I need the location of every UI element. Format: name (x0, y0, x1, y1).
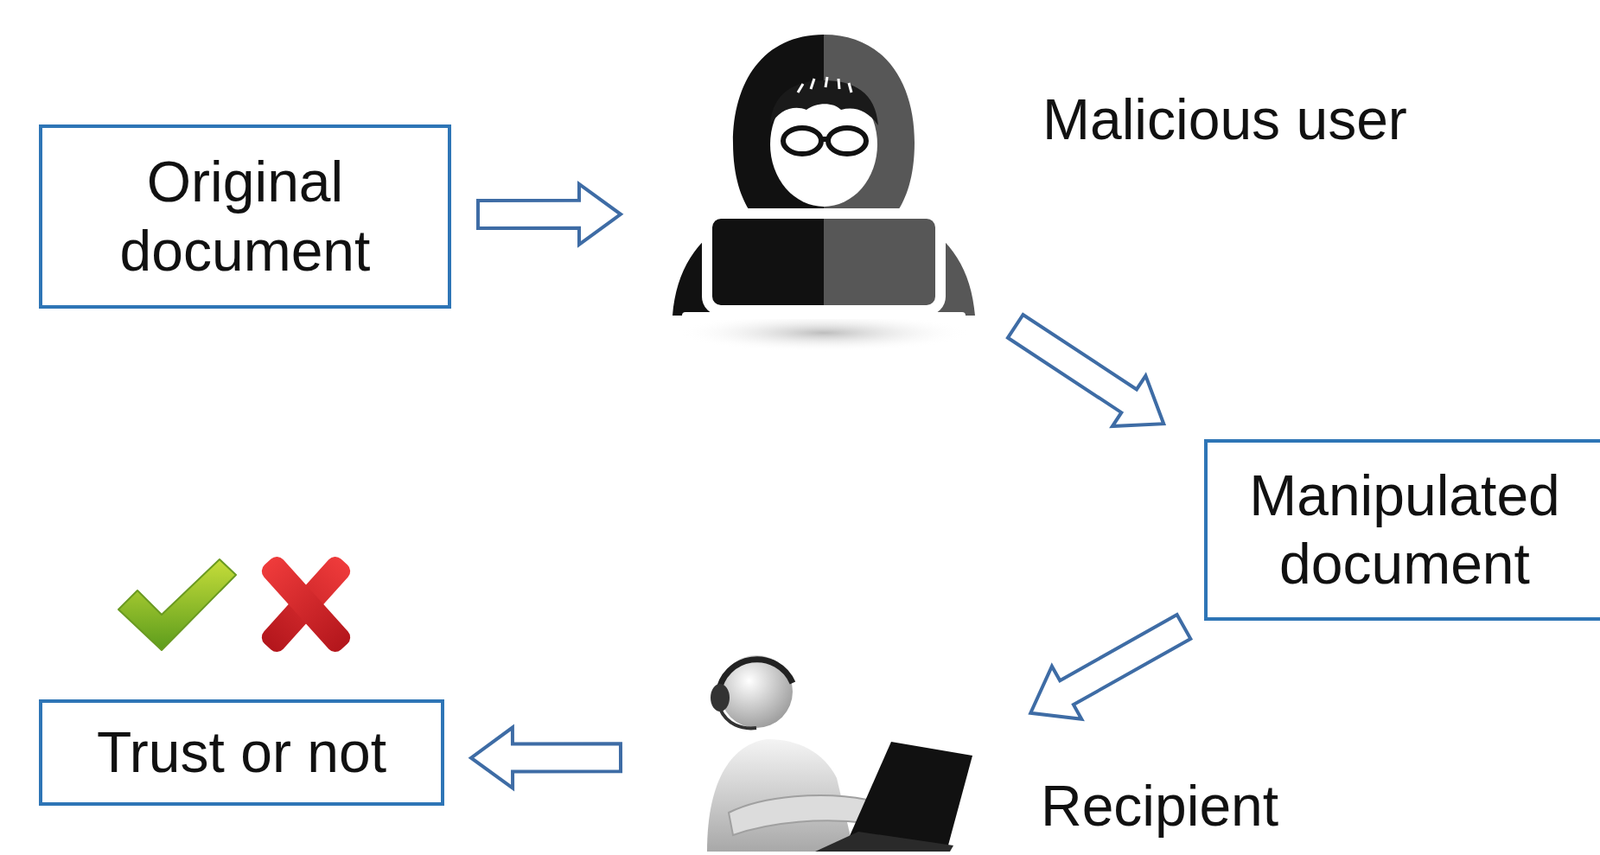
block-arrow (471, 727, 621, 789)
check-mark-icon (114, 555, 240, 654)
block-arrow (478, 184, 621, 245)
block-arrow (1007, 314, 1164, 427)
actor-icon: Malicious user (668, 30, 980, 357)
actor-icon: Recipient (694, 648, 980, 852)
block-arrow (1030, 614, 1191, 720)
box-label: Original document (57, 147, 433, 285)
box-label: Trust or not (96, 718, 387, 787)
actor-label: Recipient (1040, 771, 1279, 841)
cross-mark-icon (254, 550, 357, 658)
document-box: Original document (38, 124, 452, 309)
box-label: Manipulated document (1223, 461, 1587, 599)
document-box: Manipulated document (1204, 439, 1600, 621)
recipient-icon (694, 648, 980, 852)
decision-box: Trust or not (38, 699, 445, 806)
hacker-icon (668, 30, 980, 357)
actor-label: Malicious user (1042, 85, 1408, 154)
